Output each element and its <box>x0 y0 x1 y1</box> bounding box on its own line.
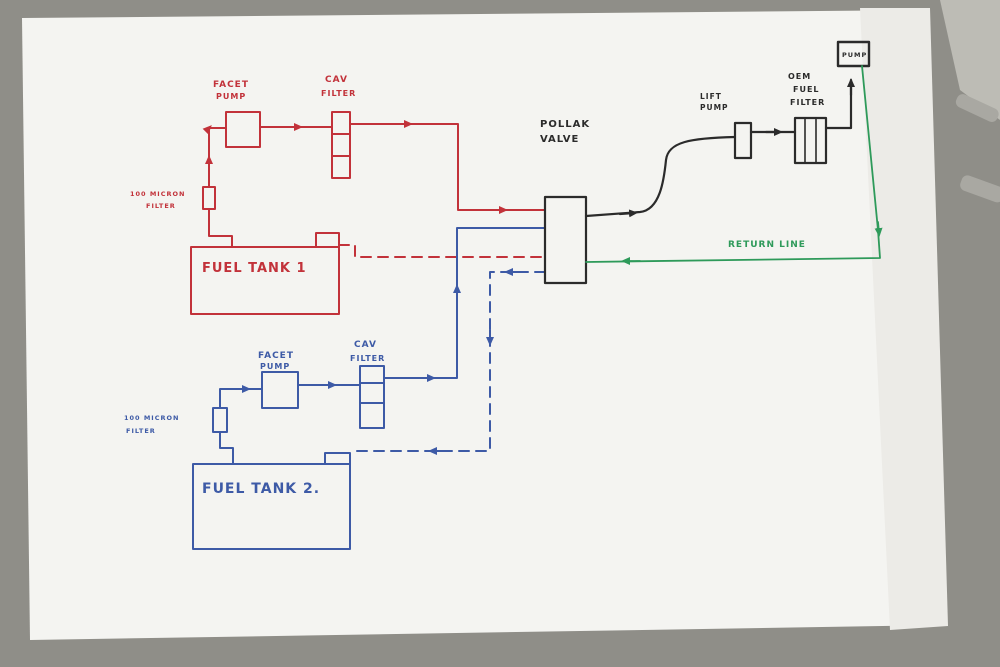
pollak-valve-label-line-1: POLLAK <box>540 119 590 130</box>
micron-filter-1-label-line-1: 100 MICRON <box>130 190 185 198</box>
cav-filter-1 <box>331 111 351 179</box>
facet-pump-2-label-line-2: PUMP <box>260 362 290 371</box>
lift-pump <box>733 121 753 160</box>
tank-2-lid <box>324 452 351 465</box>
micron-filter-1-label-line-2: FILTER <box>146 202 176 210</box>
tank-1-return-dashed-line <box>338 244 546 258</box>
oem-fuel-filter-label-line-3: FILTER <box>790 98 825 107</box>
return-line-path <box>585 65 881 263</box>
pollak-valve <box>543 195 588 285</box>
cav-filter-2-label-line-1: CAV <box>354 340 377 350</box>
pen-2 <box>960 175 1000 203</box>
cav-filter-2 <box>359 365 385 429</box>
red-system <box>190 111 546 315</box>
fuel-tank-2 <box>192 463 351 550</box>
cav-filter-1-label-line-2: FILTER <box>321 89 356 98</box>
valve-to-lift-pump-line <box>584 135 737 218</box>
paper-sheet <box>22 10 946 640</box>
cav-filter-1-label-line-1: CAV <box>325 75 348 85</box>
lift-pump-label-line-1: LIFT <box>700 92 722 101</box>
black-system <box>543 40 871 285</box>
tank-1-to-filter-line <box>208 208 233 248</box>
desk-object <box>940 0 1000 120</box>
fuel-tank-2-label: FUEL TANK 2. <box>202 481 320 497</box>
micron-filter-2-label-line-1: 100 MICRON <box>124 414 179 422</box>
fuel-tank-1-label: FUEL TANK 1 <box>202 261 307 276</box>
pen-1 <box>955 94 999 122</box>
facet-pump-1-label-line-1: FACET <box>213 80 249 90</box>
return-line <box>585 65 883 265</box>
engine-pump-label: PUMP <box>842 51 867 59</box>
micron-filter-2-label-line-2: FILTER <box>126 427 156 435</box>
pollak-valve-label-line-2: VALVE <box>540 134 579 145</box>
facet-pump-2-label-line-1: FACET <box>258 351 294 361</box>
oem-fuel-filter-label-line-2: FUEL <box>793 85 820 94</box>
paper-fold <box>860 8 948 630</box>
tank-2-to-filter-line <box>219 431 234 465</box>
blue-system <box>192 227 546 550</box>
cav-filter-2-label-line-2: FILTER <box>350 354 385 363</box>
filter-1-to-pump-line <box>202 125 227 188</box>
fuel-tank-1 <box>190 246 340 315</box>
facet-pump-2 <box>261 371 299 409</box>
tank-1-lid <box>315 232 340 248</box>
return-line-label: RETURN LINE <box>728 240 806 250</box>
lift-pump-label-line-2: PUMP <box>700 103 729 112</box>
facet-pump-1-label-line-2: PUMP <box>216 92 246 101</box>
facet-pump-1 <box>225 111 261 148</box>
labels: FACET PUMP CAV FILTER 100 MICRON FILTER … <box>124 51 867 497</box>
oem-fuel-filter <box>793 116 828 165</box>
engine-pump <box>836 40 871 68</box>
oem-fuel-filter-label-line-1: OEM <box>788 72 811 81</box>
